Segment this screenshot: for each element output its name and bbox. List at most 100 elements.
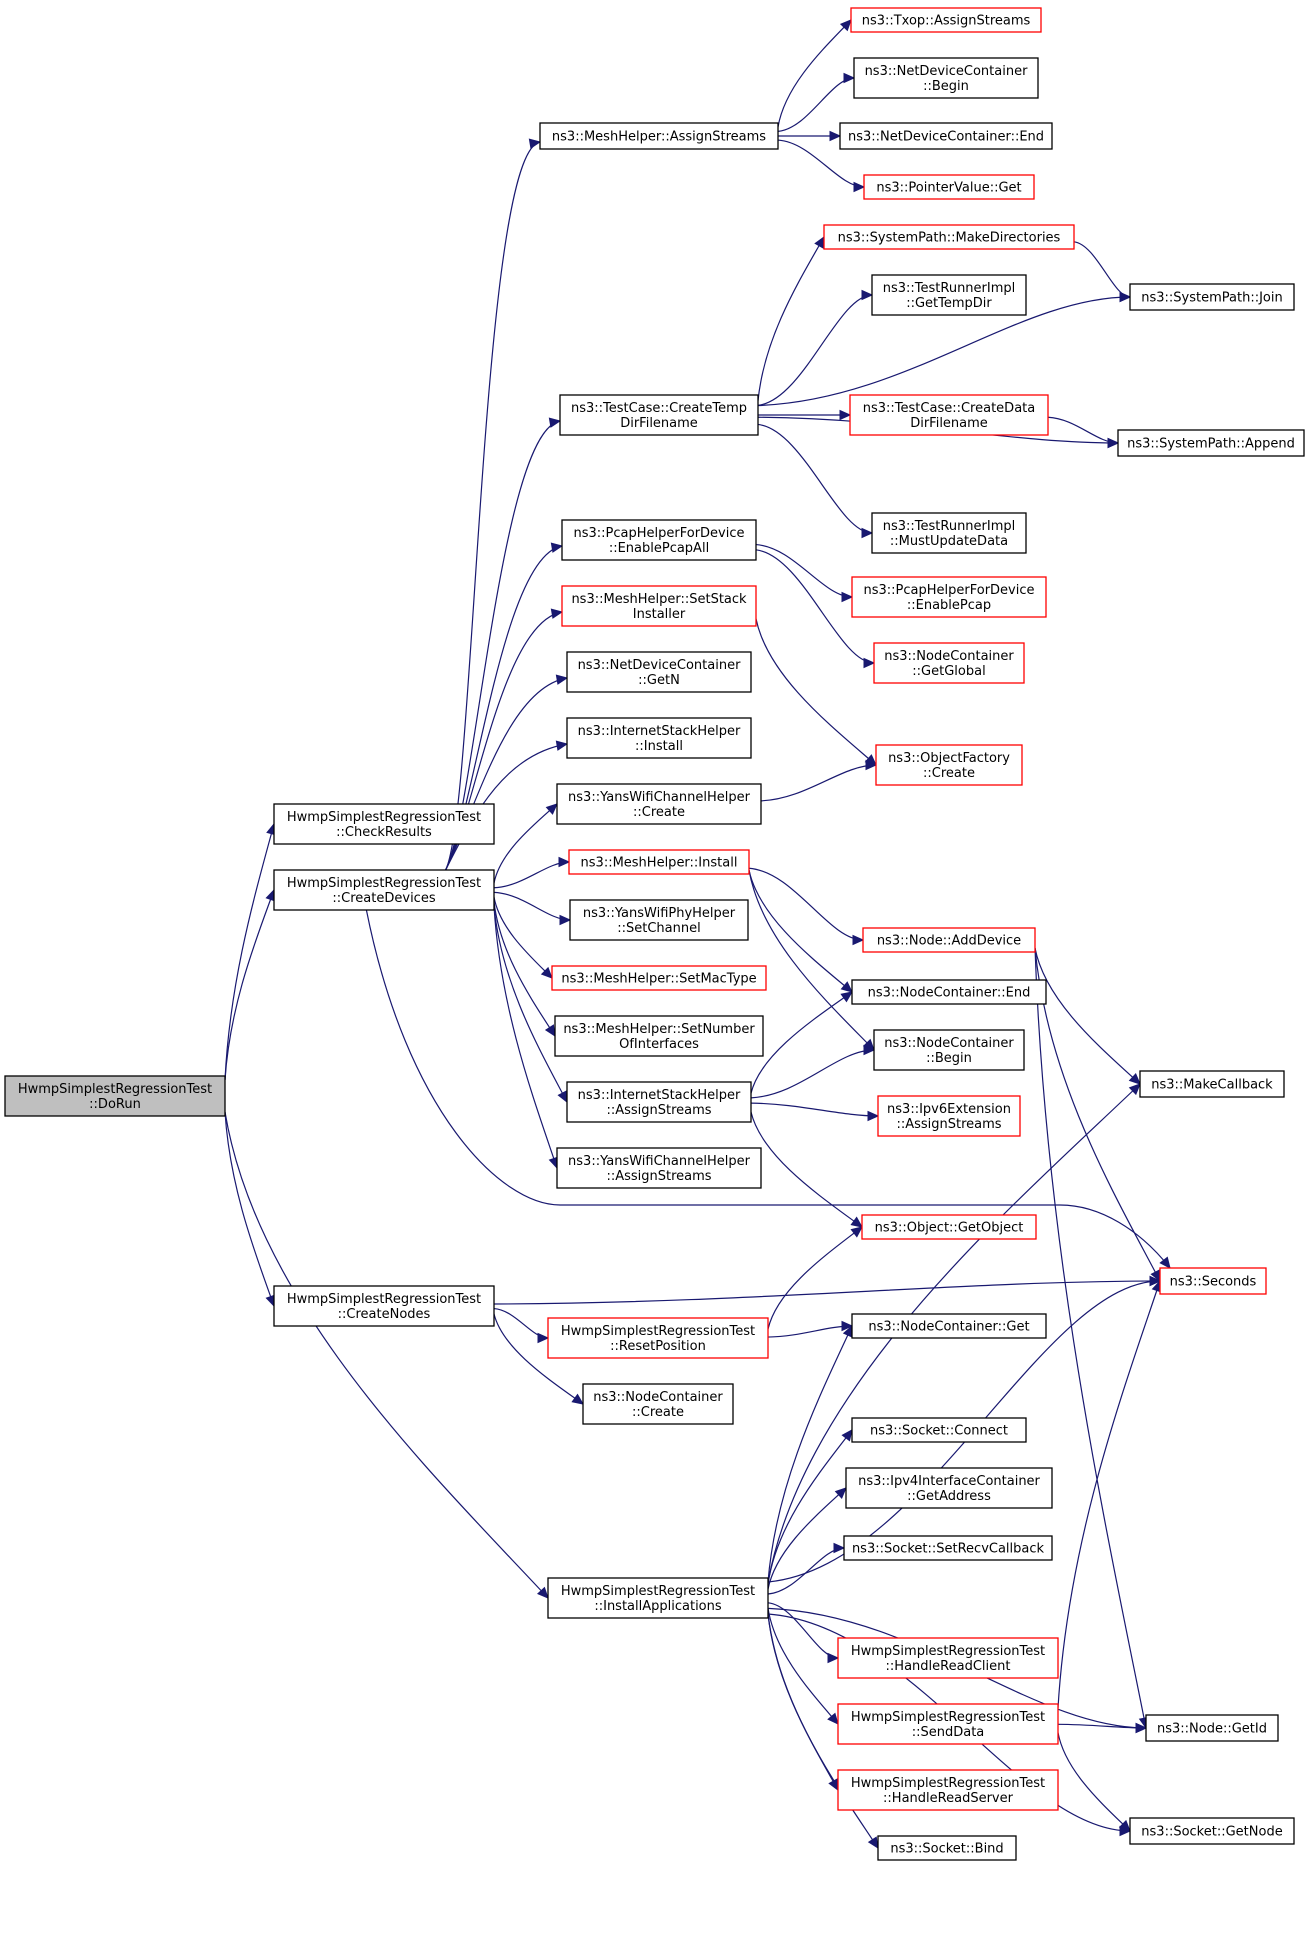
node-label: ns3::TestCase::CreateData: [863, 401, 1035, 416]
node-label: ns3::TestRunnerImpl: [883, 519, 1016, 534]
node-label: HwmpSimplestRegressionTest: [851, 1710, 1045, 1725]
node-ywch-create[interactable]: ns3::YansWifiChannelHelper::Create: [556, 783, 762, 825]
node-txop-assign[interactable]: ns3::Txop::AssignStreams: [850, 7, 1042, 33]
arrowhead-senddata-to-node_getid: [1135, 1722, 1148, 1734]
edge-createdevices-to-mh_install: [493, 861, 570, 889]
arrowhead-resetposition-to-obj_getobject: [850, 1226, 863, 1238]
node-sp-append[interactable]: ns3::SystemPath::Append: [1117, 429, 1305, 457]
node-ywph-setchannel[interactable]: ns3::YansWifiPhyHelper::SetChannel: [569, 899, 749, 941]
node-label: ns3::YansWifiChannelHelper: [568, 1154, 751, 1169]
node-mh-setmactype[interactable]: ns3::MeshHelper::SetMacType: [551, 965, 767, 991]
edge-createnodes-to-resetposition: [493, 1307, 549, 1339]
edge-installapps-to-makecallback: [767, 1083, 1141, 1583]
node-sp-join[interactable]: ns3::SystemPath::Join: [1129, 283, 1295, 311]
arrowhead-createdevices-to-mh_install: [558, 856, 571, 868]
node-label: ns3::SystemPath::MakeDirectories: [838, 231, 1061, 246]
node-tri-gettempdir[interactable]: ns3::TestRunnerImpl::GetTempDir: [871, 274, 1027, 316]
node-nc-getglobal[interactable]: ns3::NodeContainer::GetGlobal: [873, 642, 1025, 684]
arrowhead-ish_assign-to-ipv6ext_assign: [867, 1110, 880, 1122]
edge-createdevices-to-ywch_assign: [493, 905, 558, 1169]
node-box: [547, 1317, 769, 1359]
edge-createdevices-to-ywch_create: [493, 803, 558, 884]
node-tri-mustupdate[interactable]: ns3::TestRunnerImpl::MustUpdateData: [871, 512, 1027, 554]
edge-ish_assign-to-nc_end: [750, 991, 853, 1094]
arrowhead-tc_createtempdir-to-tri_gettempdir: [861, 289, 874, 301]
node-node-getid[interactable]: ns3::Node::GetId: [1145, 1714, 1279, 1742]
arrowhead-dorun-to-installapps: [536, 1586, 549, 1599]
node-box: [273, 1285, 495, 1327]
node-resetposition[interactable]: HwmpSimplestRegressionTest::ResetPositio…: [547, 1317, 769, 1359]
node-ipv4ic-getaddr[interactable]: ns3::Ipv4InterfaceContainer::GetAddress: [845, 1467, 1053, 1509]
node-label: ns3::MeshHelper::Install: [581, 856, 738, 871]
node-pcap-enableall[interactable]: ns3::PcapHelperForDevice::EnablePcapAll: [561, 519, 757, 561]
edge-installapps-to-senddata: [767, 1607, 839, 1725]
edge-installapps-to-sock_setrecv: [767, 1547, 845, 1595]
node-handlereadclient[interactable]: HwmpSimplestRegressionTest::HandleReadCl…: [837, 1637, 1059, 1679]
node-sp-makedirs[interactable]: ns3::SystemPath::MakeDirectories: [823, 224, 1075, 250]
node-label: HwmpSimplestRegressionTest: [287, 876, 481, 891]
arrowhead-mh_install-to-node_adddevice: [852, 934, 865, 946]
node-box: [851, 576, 1047, 618]
node-pcap-enable[interactable]: ns3::PcapHelperForDevice::EnablePcap: [851, 576, 1047, 618]
edge-tc_createtempdir-to-tri_mustupdate: [757, 423, 873, 534]
arrowhead-tc_createtempdir-to-sp_makedirs: [814, 235, 825, 249]
node-makecallback[interactable]: ns3::MakeCallback: [1139, 1070, 1285, 1098]
node-label: ::EnablePcapAll: [609, 541, 709, 556]
node-sock-bind[interactable]: ns3::Socket::Bind: [877, 1835, 1017, 1861]
node-nc-create[interactable]: ns3::NodeContainer::Create: [582, 1383, 734, 1425]
node-label: ns3::PointerValue::Get: [876, 181, 1021, 196]
node-box: [823, 224, 1075, 250]
node-ipv6ext-assign[interactable]: ns3::Ipv6Extension::AssignStreams: [877, 1095, 1021, 1137]
node-label: ::HandleReadClient: [886, 1659, 1011, 1674]
node-mh-install[interactable]: ns3::MeshHelper::Install: [568, 849, 750, 875]
node-ndc-getn[interactable]: ns3::NetDeviceContainer::GetN: [566, 651, 752, 693]
node-dorun[interactable]: HwmpSimplestRegressionTest::DoRun: [4, 1075, 226, 1117]
arrowhead-pcap_enableall-to-pcap_enable: [841, 591, 854, 603]
node-ish-assign[interactable]: ns3::InternetStackHelper::AssignStreams: [566, 1081, 752, 1123]
node-ywch-assign[interactable]: ns3::YansWifiChannelHelper::AssignStream…: [556, 1147, 762, 1189]
edge-ish_assign-to-obj_getobject: [750, 1111, 863, 1228]
node-sock-connect[interactable]: ns3::Socket::Connect: [851, 1417, 1027, 1443]
edge-createdevices-to-ndc_getn: [445, 677, 568, 871]
node-box: [873, 1029, 1025, 1071]
node-handlereadserver[interactable]: HwmpSimplestRegressionTest::HandleReadSe…: [837, 1769, 1059, 1811]
node-label: ::GetTempDir: [906, 296, 992, 311]
node-of-create[interactable]: ns3::ObjectFactory::Create: [875, 744, 1023, 786]
node-node-adddevice[interactable]: ns3::Node::AddDevice: [862, 927, 1036, 953]
node-label: ::Install: [635, 739, 683, 754]
node-nc-get[interactable]: ns3::NodeContainer::Get: [851, 1313, 1047, 1339]
node-obj-getobject[interactable]: ns3::Object::GetObject: [861, 1214, 1037, 1240]
node-checkresults[interactable]: HwmpSimplestRegressionTest::CheckResults: [273, 803, 495, 845]
arrowhead-createdevices-to-mh_assignstreams: [528, 138, 542, 149]
arrowhead-createnodes-to-nc_create: [571, 1393, 584, 1405]
node-box: [551, 965, 767, 991]
arrowhead-senddata-to-sock_getnode: [1118, 1819, 1131, 1832]
node-nc-end[interactable]: ns3::NodeContainer::End: [851, 979, 1047, 1005]
node-createnodes[interactable]: HwmpSimplestRegressionTest::CreateNodes: [273, 1285, 495, 1327]
node-senddata[interactable]: HwmpSimplestRegressionTest::SendData: [837, 1703, 1059, 1745]
node-ndc-end[interactable]: ns3::NetDeviceContainer::End: [839, 122, 1053, 150]
node-createdevices[interactable]: HwmpSimplestRegressionTest::CreateDevice…: [273, 869, 495, 911]
node-box: [877, 1095, 1021, 1137]
node-sock-setrecv[interactable]: ns3::Socket::SetRecvCallback: [843, 1535, 1053, 1561]
arrowhead-createdevices-to-seconds: [1159, 1256, 1171, 1269]
node-sock-getnode[interactable]: ns3::Socket::GetNode: [1129, 1817, 1295, 1845]
node-label: ns3::NodeContainer::End: [868, 986, 1031, 1001]
node-box: [861, 1214, 1037, 1240]
node-pv-get[interactable]: ns3::PointerValue::Get: [863, 174, 1035, 200]
node-ndc-begin[interactable]: ns3::NetDeviceContainer::Begin: [853, 57, 1039, 99]
edge-mh_assignstreams-to-txop_assign: [777, 19, 852, 128]
node-installapps[interactable]: HwmpSimplestRegressionTest::InstallAppli…: [547, 1577, 769, 1619]
node-box: [839, 122, 1053, 150]
edge-node_adddevice-to-makecallback: [1034, 947, 1141, 1085]
node-label: ::SetChannel: [617, 921, 700, 936]
node-ish-install[interactable]: ns3::InternetStackHelper::Install: [566, 717, 752, 759]
edge-installapps-to-nc_get: [767, 1325, 853, 1583]
node-seconds[interactable]: ns3::Seconds: [1159, 1267, 1267, 1295]
node-mh-assignstreams[interactable]: ns3::MeshHelper::AssignStreams: [539, 122, 779, 150]
node-nc-begin[interactable]: ns3::NodeContainer::Begin: [873, 1029, 1025, 1071]
